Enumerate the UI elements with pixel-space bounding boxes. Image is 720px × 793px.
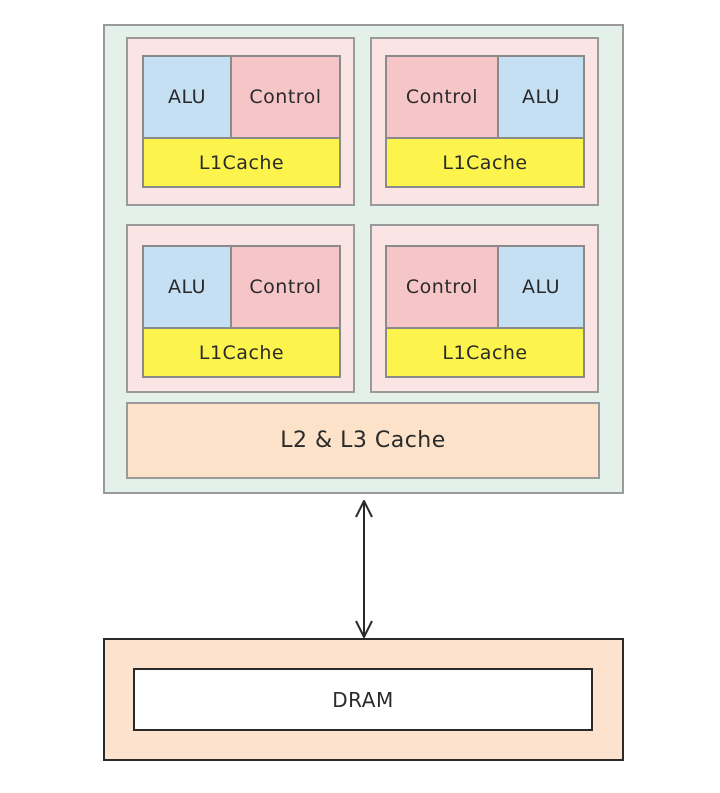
dram-label-box: DRAM: [133, 668, 593, 731]
l1-cache-block: L1Cache: [142, 327, 341, 378]
arrow-head-down: [355, 620, 373, 638]
control-block: Control: [230, 55, 341, 139]
l2-l3-cache-block: L2 & L3 Cache: [126, 402, 600, 479]
alu-block: ALU: [497, 245, 585, 329]
control-block: Control: [230, 245, 341, 329]
arrow-head-up: [355, 500, 373, 518]
alu-block: ALU: [142, 245, 232, 329]
l1-cache-block: L1Cache: [385, 137, 585, 188]
l1-cache-block: L1Cache: [142, 137, 341, 188]
control-block: Control: [385, 55, 499, 139]
l1-cache-block: L1Cache: [385, 327, 585, 378]
